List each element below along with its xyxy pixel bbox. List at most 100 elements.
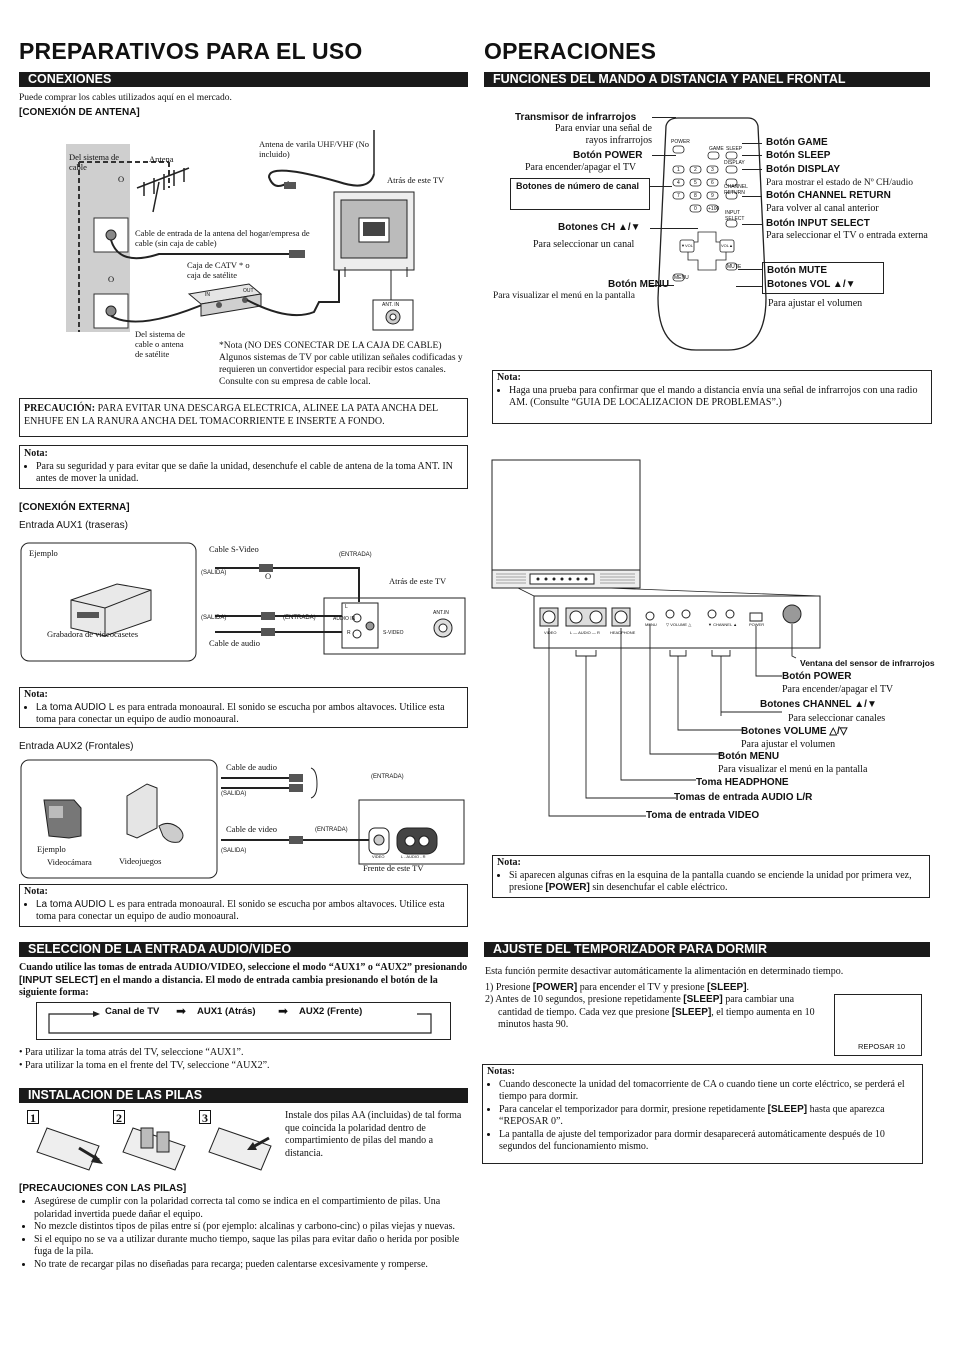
sleep-screen: REPOSAR 10 bbox=[834, 994, 922, 1056]
nota-aux2-text: es para entrada monoaural. El sonido se … bbox=[36, 898, 445, 923]
remote-key-8[interactable]: 8 bbox=[694, 193, 697, 199]
aux1-entrada-2: (ENTRADA) bbox=[283, 615, 316, 621]
seleccion-header: SELECCION DE LA ENTRADA AUDIO/VIDEO bbox=[19, 942, 468, 957]
label-display-sub: Para mostrar el estado de Nº CH/audio bbox=[766, 178, 913, 188]
nota-power-b: sin desenchufar el cable eléctrico. bbox=[589, 882, 728, 893]
remote-key-6[interactable]: 6 bbox=[711, 180, 714, 186]
label-panel-power: Botón POWER bbox=[782, 671, 852, 682]
pilas-prec-2: No mezcle distintos tipos de pilas entre… bbox=[34, 1221, 468, 1234]
label-panel-volume: Botones VOLUME △/▽ bbox=[741, 726, 848, 737]
nota-antena-box: Nota: Para su seguridad y para evitar qu… bbox=[19, 445, 468, 489]
aux2-videocamara: Videocámara bbox=[47, 857, 92, 867]
nota-ir-box: Nota: Haga una prueba para confirmar que… bbox=[492, 370, 932, 424]
seleccion-bullet-2: • Para utilizar la toma en el frente del… bbox=[19, 1060, 270, 1071]
seleccion-bullet-1-text: Para utilizar la toma atrás del TV, sele… bbox=[25, 1047, 244, 1058]
seleccion-intro-key: [INPUT SELECT] bbox=[19, 974, 98, 986]
aux2-diagram: Cable de audio (SALIDA) (ENTRADA) Cable … bbox=[19, 758, 468, 880]
label-vol-sub: Para ajustar el volumen bbox=[768, 298, 863, 309]
label-panel-channel-sub: Para seleccionar canales bbox=[788, 713, 886, 724]
nota-sleep-2-key: [SLEEP] bbox=[767, 1103, 808, 1115]
leader-sleep bbox=[742, 155, 762, 156]
aux1-l: L bbox=[345, 604, 348, 610]
step2-key-sleep-1: [SLEEP] bbox=[683, 994, 723, 1005]
label-antena: Antena bbox=[149, 154, 174, 164]
leader-mute bbox=[738, 269, 762, 270]
remote-key-0[interactable]: 0 bbox=[694, 206, 697, 212]
nota-power-box: Nota: Si aparecen algunas cifras en la e… bbox=[492, 855, 930, 898]
step-1-number: 1 bbox=[27, 1110, 39, 1125]
aux2-audio-cable: Cable de audio bbox=[226, 762, 277, 772]
aux2-videojuegos: Videojuegos bbox=[119, 856, 162, 866]
remote-key-9[interactable]: 9 bbox=[711, 193, 714, 199]
aux1-salida-2: (SALIDA) bbox=[201, 615, 227, 621]
conexiones-intro: Puede comprar los cables utilizados aquí… bbox=[19, 93, 232, 103]
step-2-number: 2 bbox=[113, 1110, 125, 1125]
panel-channel-label: ▼ CHANNEL ▲ bbox=[708, 622, 738, 627]
flow-aux2: AUX2 (Frente) bbox=[299, 1006, 363, 1017]
label-ch-sub: Para seleccionar un canal bbox=[533, 239, 635, 250]
aux2-salida-2: (SALIDA) bbox=[221, 848, 247, 854]
leader-transmisor bbox=[652, 117, 676, 118]
remote-key-100[interactable]: +100 bbox=[708, 206, 720, 212]
remote-vol-down-label[interactable]: ▼VOL bbox=[681, 243, 693, 248]
remote-key-4[interactable]: 4 bbox=[677, 180, 680, 186]
pilas-steps: 1 2 3 bbox=[19, 1108, 281, 1172]
leader-input bbox=[742, 224, 762, 225]
remote-diagram: POWER GAME SLEEP DISPLAY CHANNEL RETURN … bbox=[490, 108, 940, 363]
nota-power-a: Si aparecen algunas cifras en la esquina… bbox=[509, 869, 912, 894]
step1-b: para encender el TV y presione bbox=[577, 982, 708, 993]
mute-vol-box: Botón MUTE Botones VOL ▲/▼ bbox=[762, 262, 884, 294]
label-return-sub: Para volver al canal anterior bbox=[766, 203, 879, 214]
panel-power-label: POWER bbox=[749, 622, 765, 627]
aux2-frente: Frente de este TV bbox=[363, 863, 424, 873]
pilas-header: INSTALACION DE LAS PILAS bbox=[19, 1088, 468, 1103]
aux1-salida-1: (SALIDA) bbox=[201, 570, 227, 576]
aux2-video-cable: Cable de video bbox=[226, 824, 277, 834]
label-remote-menu: Botón MENU bbox=[608, 279, 670, 290]
leader-game bbox=[742, 143, 762, 144]
leader-menu bbox=[650, 285, 674, 286]
label-return: Botón CHANNEL RETURN bbox=[766, 190, 891, 201]
remote-key-7[interactable]: 7 bbox=[677, 193, 680, 199]
label-out: OUT bbox=[243, 288, 254, 294]
step2-key-sleep-2: [SLEEP] bbox=[671, 1006, 712, 1018]
label-remote-power: Botón POWER bbox=[573, 150, 643, 161]
flow-arrow-2: ➡ bbox=[278, 1004, 289, 1018]
leader-display bbox=[742, 169, 762, 170]
aux1-ant-in: ANT.IN bbox=[433, 610, 449, 616]
aux1-r: R bbox=[347, 630, 351, 636]
remote-key-5[interactable]: 5 bbox=[694, 180, 697, 186]
numeros-box: Botones de número de canal bbox=[510, 178, 650, 210]
label-input: Botón INPUT SELECT bbox=[766, 218, 870, 229]
notas-sleep-box: Notas: Cuando desconecte la unidad del t… bbox=[482, 1064, 923, 1164]
remote-game-label: GAME bbox=[709, 146, 724, 152]
temporizador-header: AJUSTE DEL TEMPORIZADOR PARA DORMIR bbox=[484, 942, 930, 957]
nota-power-label: Nota: bbox=[497, 857, 521, 868]
label-vol: Botones VOL ▲/▼ bbox=[767, 279, 856, 290]
aux1-o: O bbox=[265, 571, 272, 581]
nota-ir-text: Haga una prueba para confirmar que el ma… bbox=[509, 385, 927, 410]
label-numeros: Botones de número de canal bbox=[516, 181, 640, 191]
remote-key-1[interactable]: 1 bbox=[677, 167, 680, 173]
pilas-text: Instale dos pilas AA (incluidas) de tal … bbox=[285, 1110, 462, 1159]
nota-aux1-label: Nota: bbox=[24, 689, 48, 700]
pilas-prec-1: Asegúrese de cumplir con la polaridad co… bbox=[34, 1196, 468, 1221]
remote-key-2[interactable]: 2 bbox=[694, 167, 697, 173]
remote-vol-up-label[interactable]: VOL▲ bbox=[721, 243, 733, 248]
step1-key-sleep: [SLEEP] bbox=[707, 982, 747, 993]
temporizador-step-2: 2) Antes de 10 segundos, presione repeti… bbox=[485, 994, 815, 1032]
label-ant-in: ANT. IN bbox=[382, 302, 400, 308]
seleccion-intro-a: Cuando utilice las tomas de entrada AUDI… bbox=[19, 962, 468, 973]
label-game: Botón GAME bbox=[766, 137, 828, 148]
aux2-diagram-graphic bbox=[20, 759, 465, 879]
precaucion-text: PARA EVITAR UNA DESCARGA ELECTRICA, ALIN… bbox=[24, 403, 438, 427]
aux1-ejemplo: Ejemplo bbox=[29, 548, 58, 558]
pilas-prec-4: No trate de recargar pilas no diseñadas … bbox=[34, 1259, 468, 1272]
remote-key-3[interactable]: 3 bbox=[711, 167, 714, 173]
remote-display-label: DISPLAY bbox=[724, 160, 745, 166]
step2-c: , el tiempo aumenta en 10 minutos hasta … bbox=[498, 1006, 815, 1031]
label-varilla: Antena de varila UHF/VHF (No incluido) bbox=[259, 139, 370, 159]
aux1-svideo-cable: Cable S-Video bbox=[209, 544, 259, 554]
label-panel-channel: Botones CHANNEL ▲/▼ bbox=[760, 699, 877, 710]
right-page-title: OPERACIONES bbox=[484, 38, 657, 64]
